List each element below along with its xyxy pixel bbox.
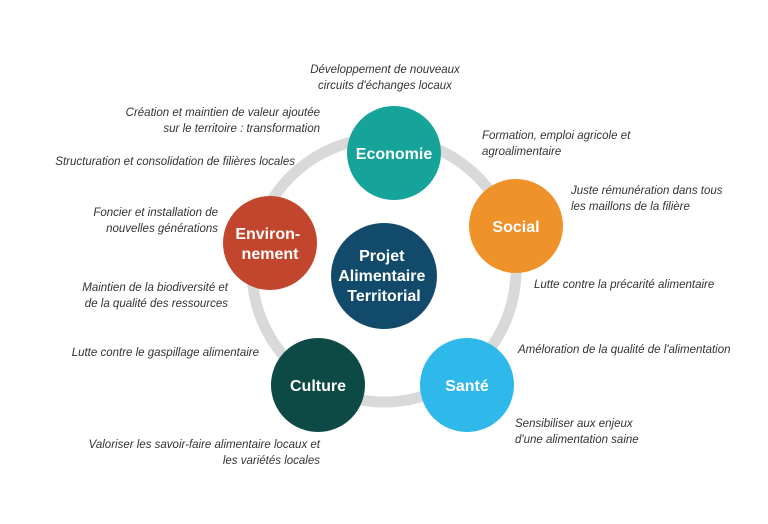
node-environnement-circle — [223, 196, 317, 290]
node-sante-label: Santé — [445, 378, 489, 395]
annotation-sante-top: Améloration de la qualité de l'alimentat… — [518, 344, 731, 356]
annotation-environnement-top: Structuration et consolidation de filièr… — [55, 156, 295, 168]
center-label-line1: Projet — [359, 248, 405, 265]
node-social-label: Social — [492, 219, 539, 236]
center-label-line3: Territorial — [347, 288, 421, 305]
annotation-social-top: Formation, emploi agricole et agroalimen… — [482, 130, 631, 158]
annotation-culture-left: Lutte contre le gaspillage alimentaire — [71, 347, 259, 359]
center-label-line2: Alimentaire — [338, 268, 425, 285]
node-environnement-label-line2: nement — [242, 246, 300, 263]
node-economie: Economie — [347, 106, 441, 200]
node-social: Social — [469, 179, 563, 273]
annotation-culture-bottom: Valoriser les savoir-faire alimentaire l… — [88, 439, 320, 467]
node-sante: Santé — [420, 338, 514, 432]
annotation-environnement-left: Foncier et installation de nouvelles gén… — [93, 207, 218, 235]
center-node: Projet Alimentaire Territorial — [331, 223, 437, 329]
node-economie-label: Economie — [356, 146, 433, 163]
node-economie-circle — [347, 106, 441, 200]
node-culture-label: Culture — [290, 378, 346, 395]
center-label: Projet Alimentaire Territorial — [338, 248, 430, 305]
node-environnement: Environ- nement — [223, 196, 317, 290]
annotation-sante-bottom: Sensibiliser aux enjeux d'une alimentati… — [515, 418, 639, 446]
annotation-environnement-bottom: Maintien de la biodiversité et de la qua… — [82, 282, 228, 310]
annotation-economie-top: Développement de nouveaux circuits d'éch… — [310, 64, 460, 92]
node-culture: Culture — [271, 338, 365, 432]
node-environnement-label: Environ- nement — [235, 226, 304, 263]
annotation-economie-left: Création et maintien de valeur ajoutée s… — [125, 107, 320, 135]
center-circle — [331, 223, 437, 329]
node-social-circle — [469, 179, 563, 273]
annotation-social-right: Juste rémunération dans tous les maillon… — [571, 185, 723, 213]
annotation-social-bottom: Lutte contre la précarité alimentaire — [534, 279, 715, 291]
node-environnement-label-line1: Environ- — [235, 226, 300, 243]
node-sante-circle — [420, 338, 514, 432]
node-culture-circle — [271, 338, 365, 432]
